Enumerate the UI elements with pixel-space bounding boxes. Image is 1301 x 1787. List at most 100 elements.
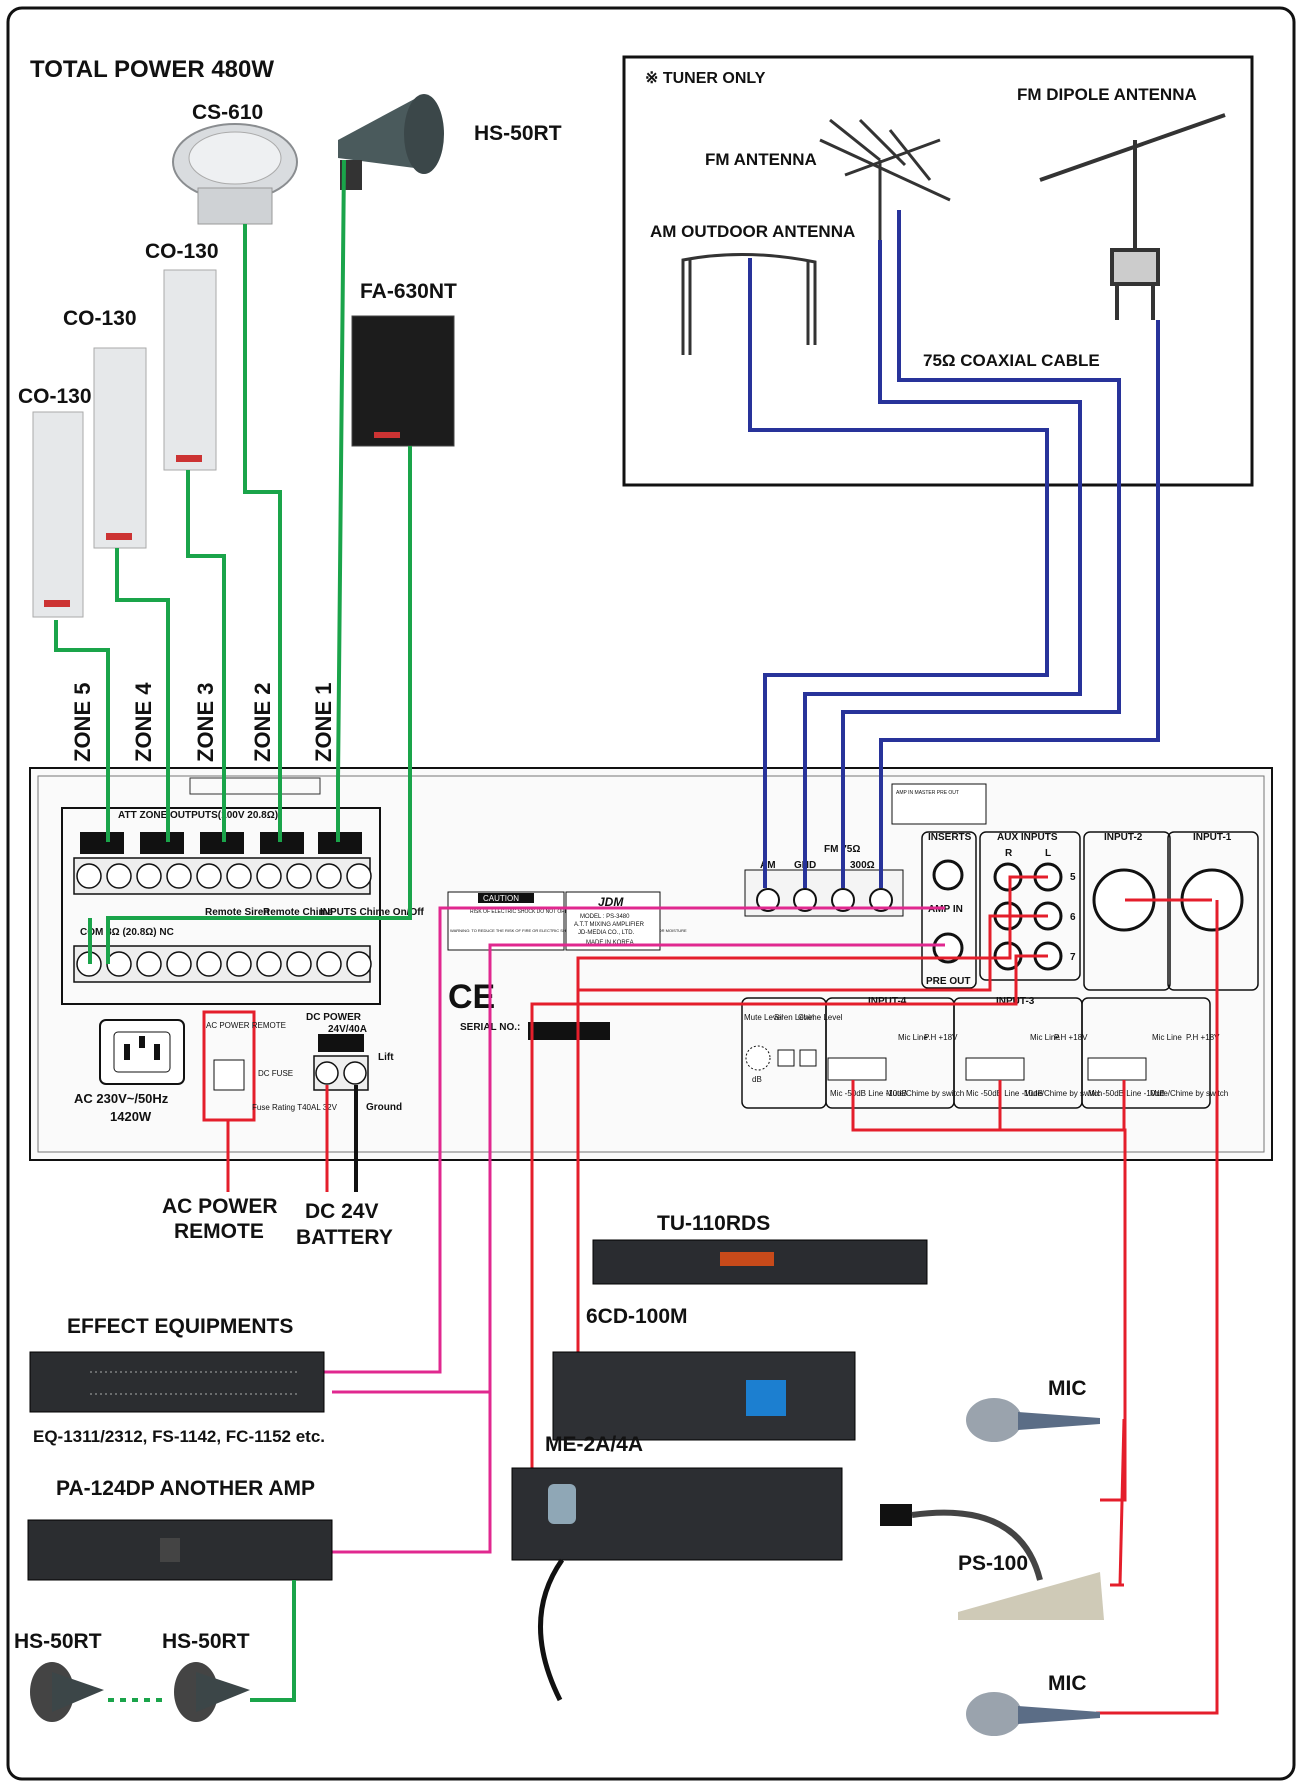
input2-micdb: Mic -50dB Line -10dB xyxy=(1088,1089,1165,1098)
input3-micdb: Mic -50dB Line -10dB xyxy=(966,1089,1043,1098)
risk-text: RISK OF ELECTRIC SHOCK DO NOT OPEN xyxy=(470,909,572,915)
hs50rt-left-icon xyxy=(30,1662,104,1722)
ce-mark: CE xyxy=(448,978,495,1016)
dc-screw-terminals xyxy=(313,1055,369,1091)
title: TOTAL POWER 480W xyxy=(30,56,274,83)
zone4-label: ZONE 4 xyxy=(131,682,156,762)
speaker-wires xyxy=(54,159,412,964)
input4-ph: P.H +18V xyxy=(924,1033,958,1042)
me2a-label: ME-2A/4A xyxy=(545,1433,643,1456)
aux-5-label: 5 xyxy=(1070,872,1076,883)
coax-label: 75Ω COAXIAL CABLE xyxy=(923,351,1100,370)
horn-green-wire xyxy=(250,1580,296,1702)
input4-terminal xyxy=(827,1057,887,1081)
inputs-chime-label: INPUTS Chime On/Off xyxy=(320,907,425,918)
mute-level-label: Mute Level xyxy=(744,1013,783,1022)
tuner-only-note: ※ TUNER ONLY xyxy=(645,70,766,87)
ac-power-remote-panel-label: AC POWER REMOTE xyxy=(206,1021,286,1030)
effect-models-label: EQ-1311/2312, FS-1142, FC-1152 etc. xyxy=(33,1427,325,1446)
zone-polarity-row xyxy=(80,832,362,854)
dc-power-label-1: DC POWER xyxy=(306,1012,362,1023)
zone3-label: ZONE 3 xyxy=(193,683,218,762)
zone1-label: ZONE 1 xyxy=(311,683,336,762)
tuner-only-box xyxy=(622,55,1254,487)
input2-mute: Mute/Chime by switch xyxy=(1150,1089,1228,1098)
top-handle-slot xyxy=(189,777,321,795)
aux-inputs-block xyxy=(979,831,1081,981)
input4-label: INPUT-4 xyxy=(868,996,907,1007)
fuse-rating-label: Fuse Rating T40AL 32V xyxy=(252,1103,338,1112)
input2-block xyxy=(1083,831,1171,991)
insert-jack-amp-in xyxy=(932,859,964,891)
model-label-box xyxy=(565,891,661,951)
zone2-label: ZONE 2 xyxy=(250,683,275,762)
caution-text: CAUTION xyxy=(483,894,519,903)
input3-mute: Mute/Chime by switch xyxy=(1024,1089,1102,1098)
input3-micline: Mic Line xyxy=(1030,1033,1060,1042)
input2-label: INPUT-2 xyxy=(1104,832,1143,843)
model-line-2: A.T.T MIXING AMPLIFIER xyxy=(574,922,645,928)
antenna-wires xyxy=(748,210,1160,888)
am-outdoor-label: AM OUTDOOR ANTENNA xyxy=(650,222,855,241)
insert-jack-pre-out xyxy=(932,932,964,964)
ps100-label: PS-100 xyxy=(958,1552,1028,1575)
input4-micdb: Mic -50dB Line -10dB xyxy=(830,1089,907,1098)
co130-column-a-icon xyxy=(32,411,84,618)
ac-power-remote-label-2: REMOTE xyxy=(174,1220,264,1243)
insert-schematic-label: AMP IN MASTER PRE OUT xyxy=(896,790,959,796)
ac-inlet-icon xyxy=(99,1019,185,1085)
dc-polarity xyxy=(318,1034,364,1052)
input2-ph: P.H +18V xyxy=(1186,1033,1220,1042)
fm-antenna-label: FM ANTENNA xyxy=(705,150,817,169)
dc-power-label-2: 24V/40A xyxy=(328,1024,367,1035)
model-line-4: MADE IN KOREA xyxy=(586,940,634,946)
co130-column-c-icon xyxy=(163,269,217,471)
co130-column-b-icon xyxy=(93,347,147,549)
aux-inputs-label: AUX INPUTS xyxy=(997,832,1058,843)
input2-terminal xyxy=(1087,1057,1147,1081)
am-jack-label: AM xyxy=(760,860,776,871)
hs50rt-horn-icon xyxy=(338,94,444,190)
mic-bottom-label: MIC xyxy=(1048,1672,1087,1695)
fa630nt-label: FA-630NT xyxy=(360,280,457,303)
dc-battery-label-2: BATTERY xyxy=(296,1226,393,1249)
ac-spec-2: 1420W xyxy=(110,1109,152,1124)
cs610-label: CS-610 xyxy=(192,101,263,124)
hs50rt-left-label: HS-50RT xyxy=(14,1630,102,1653)
co130-b-label: CO-130 xyxy=(63,307,137,330)
effect-equipment-icon xyxy=(29,1351,325,1413)
fm-dipole-icon xyxy=(1039,113,1226,320)
siren-level-trim xyxy=(777,1049,795,1067)
remote-screw-terminals xyxy=(73,945,372,983)
input1-label: INPUT-1 xyxy=(1193,832,1232,843)
db-label: dB xyxy=(752,1075,762,1084)
inserts-label: INSERTS xyxy=(928,832,972,843)
input3-terminal xyxy=(965,1057,1025,1081)
dc-fuse-label: DC FUSE xyxy=(258,1069,293,1078)
mute-level-knob xyxy=(745,1045,771,1071)
input4-mute: Mute/Chime by switch xyxy=(886,1089,964,1098)
hs50rt-right-icon xyxy=(174,1662,250,1722)
hs50rt-right-label: HS-50RT xyxy=(162,1630,250,1653)
att-zone-outputs-label: ATT ZONE OUTPUTS(100V 20.8Ω) xyxy=(118,810,278,821)
brand-logo: JDM xyxy=(598,895,624,909)
input3-ph: P.H +18V xyxy=(1054,1033,1088,1042)
ac-remote-terminal xyxy=(213,1059,245,1091)
model-line-3: JD-MEDIA CO., LTD. xyxy=(578,930,635,936)
me2a-device-icon xyxy=(511,1467,843,1702)
tu110rds-label: TU-110RDS xyxy=(657,1212,770,1235)
input21-phoenix-block xyxy=(1081,997,1211,1109)
ac-power-remote-label-1: AC POWER xyxy=(162,1195,278,1218)
mic-bottom-icon xyxy=(966,1692,1100,1736)
chime-level-trim xyxy=(799,1049,817,1067)
chime-level-label: Chime Level xyxy=(798,1013,843,1022)
input4-micline: Mic Line xyxy=(898,1033,928,1042)
aux-l-label: L xyxy=(1045,848,1051,859)
serial-box xyxy=(528,1022,610,1040)
zone-screw-terminals xyxy=(73,857,372,895)
cd100m-label: 6CD-100M xyxy=(586,1305,688,1328)
pre-out-label: PRE OUT xyxy=(926,976,970,987)
ps100-paging-mic-icon xyxy=(880,1504,1104,1620)
pa124dp-label: PA-124DP ANOTHER AMP xyxy=(56,1477,315,1500)
